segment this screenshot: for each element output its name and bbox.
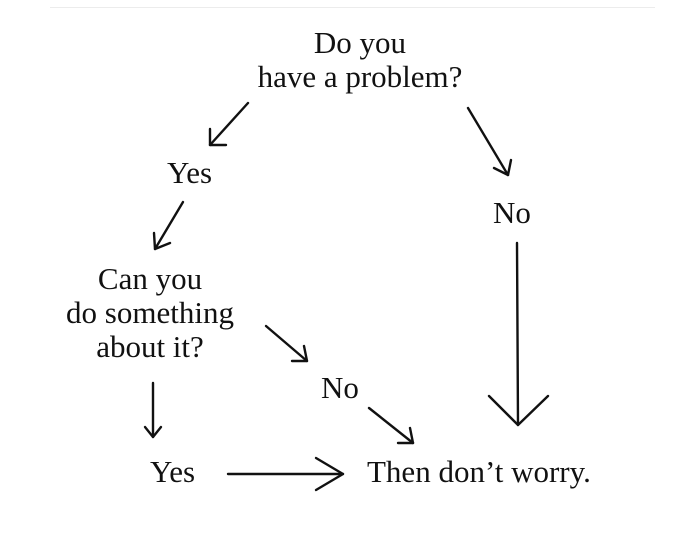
arrow-question-to-yes (208, 101, 250, 147)
question-have-problem-line1: Do you (313, 25, 407, 60)
top-divider (50, 7, 655, 8)
question-can-do-line1: Can you (97, 261, 203, 296)
arrow-yes-to-result (226, 456, 345, 492)
answer-no-2: No (321, 370, 359, 405)
question-have-problem: Do you have a problem? (230, 26, 490, 94)
question-can-do-line3: about it? (96, 329, 204, 364)
arrow-no-to-result (367, 406, 415, 445)
question-can-do-line2: do something (66, 295, 234, 330)
answer-yes-2: Yes (150, 454, 196, 489)
arrow-yes-to-can-you (152, 200, 185, 251)
answer-no-1: No (493, 195, 531, 230)
result-dont-worry: Then don’t worry. (367, 454, 591, 489)
arrow-no-down-to-result (487, 241, 550, 427)
question-have-problem-line2: have a problem? (257, 59, 463, 94)
question-can-do-something: Can you do something about it? (40, 262, 260, 364)
arrow-can-you-to-yes (143, 381, 163, 439)
answer-yes-1: Yes (167, 155, 213, 190)
arrow-question-to-no (466, 106, 513, 177)
arrow-can-you-to-no (264, 324, 309, 363)
